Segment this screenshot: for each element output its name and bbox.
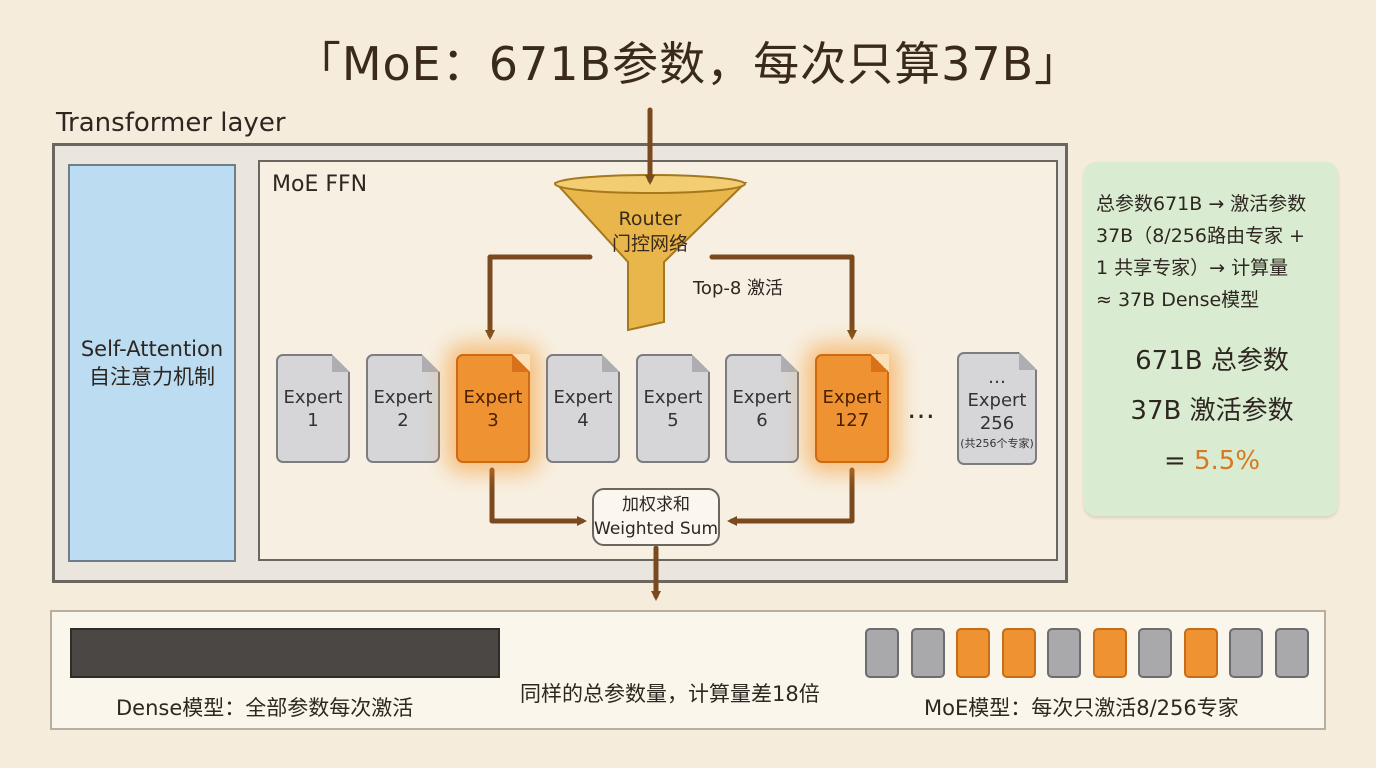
router-label-en: Router: [618, 208, 682, 230]
moe-cell-active: [956, 628, 990, 678]
expert-127-to-sum-arrow: [727, 467, 855, 526]
stats-desc-line: 总参数671B → 激活参数: [1096, 193, 1307, 215]
expert-number: 4: [577, 409, 589, 431]
expert-dots: …: [988, 367, 1006, 388]
ratio-value: 5.5%: [1194, 446, 1261, 476]
expert-number: 2: [397, 409, 409, 431]
expert-card-256: … Expert 256 (共256个专家): [957, 352, 1037, 465]
page-title: 「MoE：671B参数，每次只算37B」: [294, 37, 1082, 91]
experts-ellipsis: …: [907, 392, 937, 425]
top-k-label: Top-8 激活: [693, 278, 784, 299]
weighted-sum-zh: 加权求和: [622, 495, 690, 515]
moe-cell-active: [1001, 628, 1036, 678]
dense-model-bar: [70, 628, 500, 678]
expert-number: 5: [667, 409, 679, 431]
router-to-expert-127-arrow: [709, 254, 857, 340]
weighted-sum-en: Weighted Sum: [594, 519, 719, 539]
expert-word: Expert: [553, 386, 613, 408]
stats-description: 总参数671B → 激活参数 37B（8/256路由专家 + 1 共享专家）→ …: [1096, 188, 1328, 316]
expert-number: 127: [834, 409, 870, 431]
moe-cell-inactive: [1138, 628, 1172, 678]
active-params: 37B 激活参数: [1130, 396, 1294, 426]
expert-total-note: (共256个专家): [960, 437, 1034, 450]
ratio-eq: =: [1163, 446, 1194, 476]
expert-number: 1: [307, 409, 319, 431]
self-attention-label-en: Self-Attention: [80, 337, 224, 361]
moe-cell-active: [1183, 628, 1218, 678]
dense-model-label: Dense模型：全部参数每次激活: [116, 696, 414, 720]
expert-word: Expert: [463, 386, 523, 408]
expert-word: Expert: [283, 386, 343, 408]
moe-cell-inactive: [865, 628, 899, 678]
moe-cell-inactive: [910, 628, 945, 678]
comparison-label: 同样的总参数量，计算量差18倍: [520, 682, 820, 706]
self-attention-block: Self-Attention 自注意力机制: [68, 164, 236, 562]
transformer-layer-label: Transformer layer: [56, 108, 286, 138]
stats-panel: 总参数671B → 激活参数 37B（8/256路由专家 + 1 共享专家）→ …: [1084, 162, 1338, 516]
expert-word: Expert: [643, 386, 703, 408]
expert-number: 3: [487, 409, 499, 431]
expert-word: Expert: [732, 386, 792, 408]
stats-desc-line: 37B（8/256路由专家 +: [1096, 225, 1305, 247]
moe-ffn-label: MoE FFN: [272, 172, 368, 197]
router-to-expert-3-arrow: [485, 254, 593, 340]
expert-word: Expert: [373, 386, 433, 408]
router-label: Router 门控网络: [570, 207, 730, 257]
expert-word: Expert: [822, 386, 882, 408]
expert-number: 256: [979, 413, 1015, 434]
expert-3-to-sum-arrow: [489, 467, 587, 526]
weighted-sum-box: 加权求和 Weighted Sum: [592, 488, 720, 546]
router-label-zh: 门控网络: [611, 233, 688, 255]
moe-model-label: MoE模型：每次只激活8/256专家: [924, 696, 1239, 720]
stats-desc-line: ≈ 37B Dense模型: [1096, 289, 1260, 311]
moe-cell-inactive: [1229, 628, 1263, 678]
active-ratio: = 5.5%: [1096, 436, 1328, 486]
moe-cell-inactive: [1274, 628, 1309, 678]
stats-figures: 671B 总参数 37B 激活参数 = 5.5%: [1096, 336, 1328, 486]
stats-desc-line: 1 共享专家）→ 计算量: [1096, 257, 1289, 279]
expert-word: Expert: [967, 390, 1027, 411]
expert-number: 6: [756, 409, 768, 431]
moe-cell-active: [1092, 628, 1127, 678]
moe-cell-inactive: [1047, 628, 1081, 678]
self-attention-label-zh: 自注意力机制: [89, 365, 215, 389]
total-params: 671B 总参数: [1135, 346, 1289, 376]
